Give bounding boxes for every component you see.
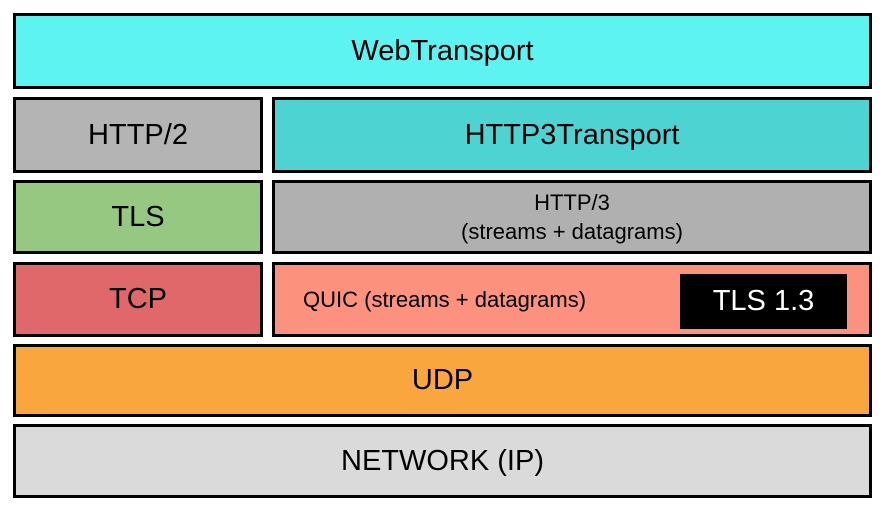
layer-http3-subtitle: (streams + datagrams) <box>461 219 683 244</box>
layer-quic: QUIC (streams + datagrams) TLS 1.3 <box>272 262 872 337</box>
layer-http3transport: HTTP3Transport <box>272 97 872 173</box>
layer-webtransport: WebTransport <box>13 13 872 89</box>
layer-http3: HTTP/3 (streams + datagrams) <box>272 180 872 254</box>
layer-network-label: NETWORK (IP) <box>341 444 544 477</box>
layer-udp-label: UDP <box>411 364 474 396</box>
layer-http3-title: HTTP/3 <box>534 190 610 215</box>
layer-tls13-label: TLS 1.3 <box>712 285 815 317</box>
layer-http3transport-label: HTTP3Transport <box>464 118 680 151</box>
layer-udp: UDP <box>13 344 872 417</box>
layer-tls: TLS <box>13 180 263 254</box>
layer-tcp-label: TCP <box>109 283 167 315</box>
layer-quic-label: QUIC (streams + datagrams) <box>303 287 587 312</box>
layer-tcp: TCP <box>13 262 263 337</box>
layer-network: NETWORK (IP) <box>13 424 872 498</box>
layer-tls-label: TLS <box>111 200 165 233</box>
layer-tls13-badge: TLS 1.3 <box>680 274 847 329</box>
layer-http2: HTTP/2 <box>13 97 263 173</box>
layer-webtransport-label: WebTransport <box>351 34 534 67</box>
layer-http2-label: HTTP/2 <box>88 118 188 151</box>
